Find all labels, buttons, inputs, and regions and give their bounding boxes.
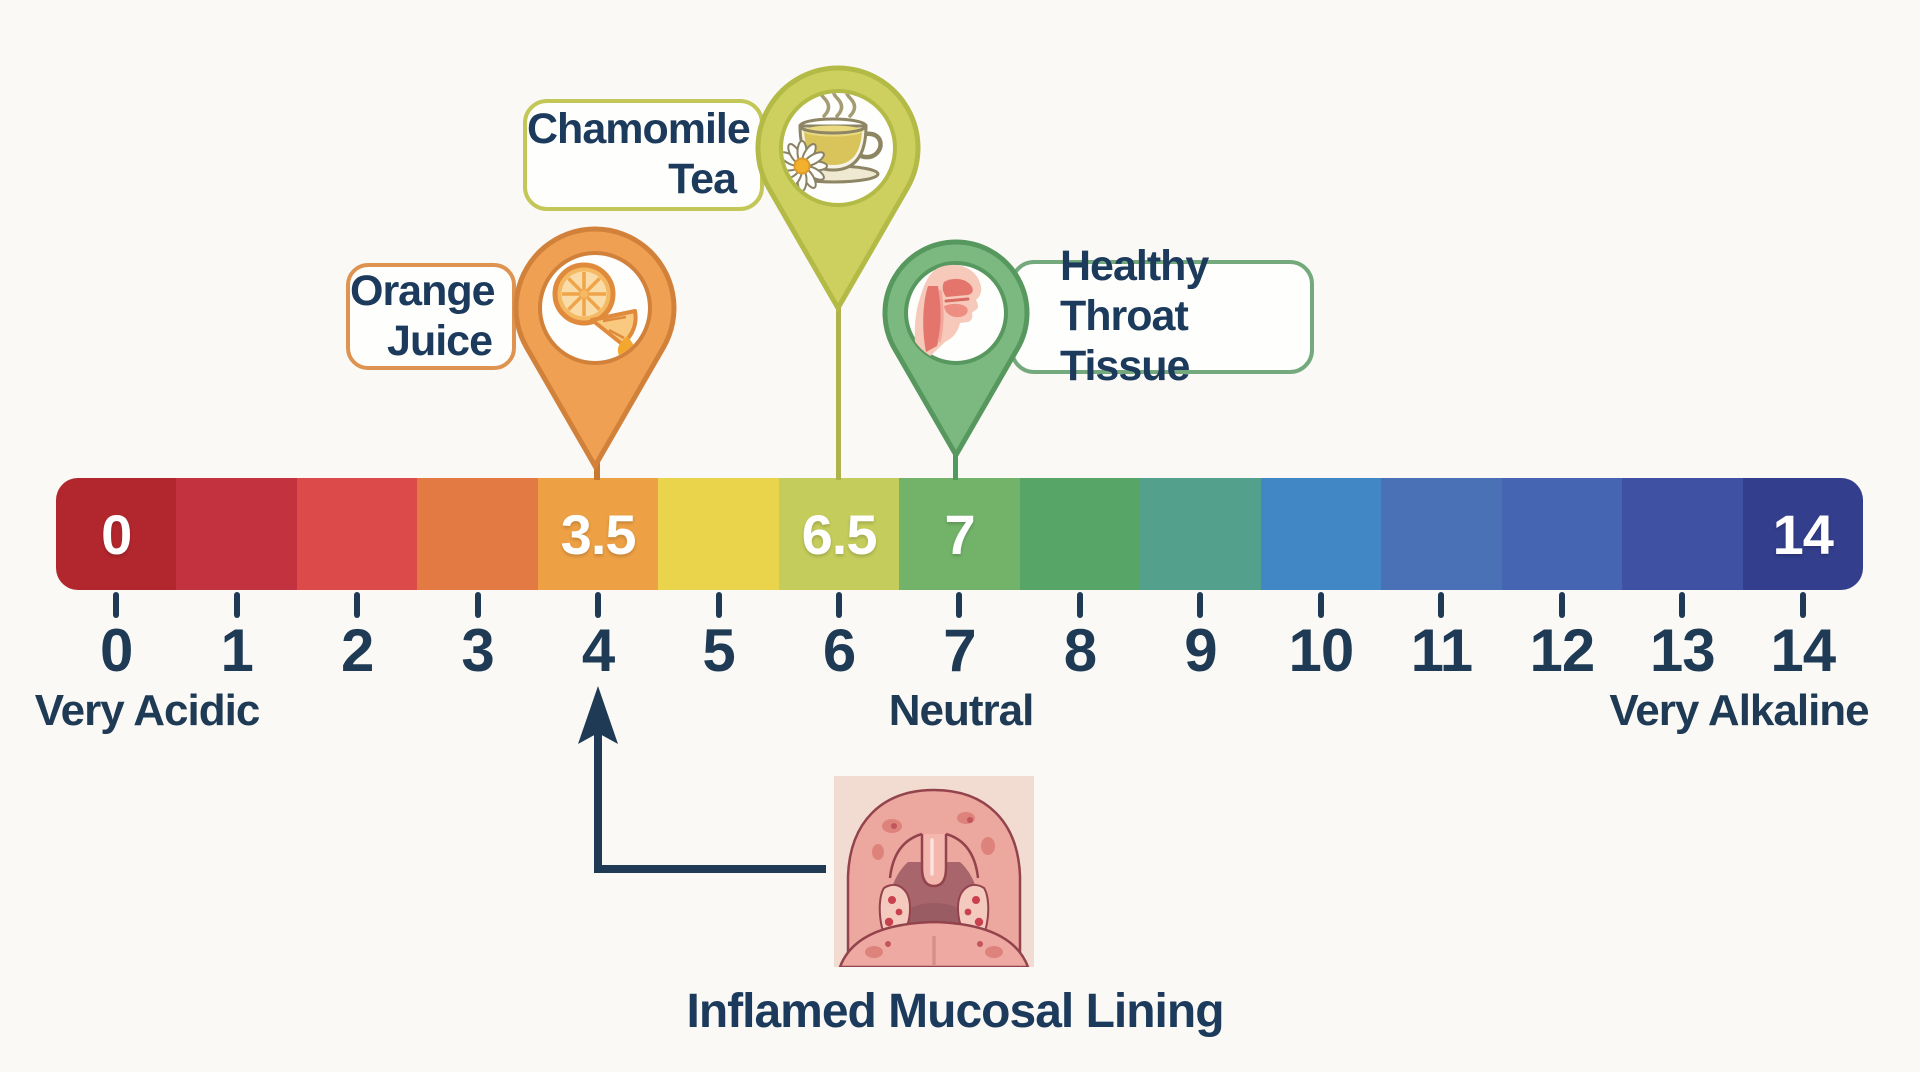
ph-segment-12 [1501, 478, 1623, 590]
ph-segment-10 [1260, 478, 1382, 590]
tick-label-1: 1 [220, 617, 253, 684]
arrow-head-icon [578, 686, 618, 744]
ph-segment-8 [1019, 478, 1141, 590]
ph-segment-4: 3.5 [537, 478, 659, 590]
tick-label-9: 9 [1184, 617, 1217, 684]
chamomile-tea-pin [755, 65, 921, 312]
healthy-throat-label-line2: Throat Tissue [1060, 292, 1190, 390]
tick-mark-14 [1799, 592, 1806, 618]
tick-mark-5 [715, 592, 722, 618]
inflamed-caption: Inflamed Mucosal Lining [686, 985, 1224, 1038]
tick-mark-12 [1558, 592, 1565, 618]
ph-segment-7: 7 [899, 478, 1020, 590]
ph-segment-11 [1381, 478, 1502, 590]
tick-mark-1 [233, 592, 240, 618]
ph-segment-6: 6.5 [778, 478, 900, 590]
tick-mark-9 [1197, 592, 1204, 618]
tick-label-5: 5 [702, 617, 735, 684]
chamomile-tea-pin-stem [836, 300, 841, 480]
tick-mark-4 [595, 592, 602, 618]
tick-label-13: 13 [1649, 617, 1716, 684]
chamomile-tea-label-box: Chamomile Tea [523, 99, 764, 211]
ph-segment-5 [658, 478, 779, 590]
healthy-throat-label-box: Healthy Throat Tissue [1010, 242, 1314, 390]
healthy-throat-pin-stem [953, 452, 958, 480]
orange-juice-pin-stem [594, 458, 600, 480]
ph-bar-value-label: 7 [944, 502, 975, 566]
healthy-throat-pin [882, 239, 1030, 460]
orange-juice-label-line1: Orange [350, 266, 496, 315]
ph-scale-bar: 0 3.5 6.5 7 14 [56, 478, 1863, 590]
tick-label-8: 8 [1063, 617, 1097, 684]
ph-segment-9 [1140, 478, 1261, 590]
ph-segment-2 [296, 478, 418, 590]
tick-label-12: 12 [1529, 617, 1595, 684]
zone-label-very-acidic: Very Acidic [34, 686, 261, 735]
tick-mark-6 [836, 592, 843, 618]
orange-slice-icon [552, 262, 638, 360]
zone-label-very-alkaline: Very Alkaline [1609, 686, 1869, 735]
chamomile-tea-label-line2: Tea [668, 155, 737, 203]
throat-profile-icon [914, 264, 982, 363]
tick-label-14: 14 [1770, 617, 1836, 684]
tick-mark-7 [956, 592, 963, 618]
tick-label-11: 11 [1410, 617, 1473, 684]
healthy-throat-label-line1: Healthy [1060, 242, 1209, 291]
ph-segment-0: 0 [56, 478, 177, 590]
tick-mark-11 [1438, 592, 1445, 618]
inflamed-throat-illustration [834, 776, 1034, 967]
orange-juice-label-box: Orange Juice [346, 263, 516, 370]
ph-bar-value-label: 6.5 [801, 502, 878, 566]
tick-label-3: 3 [461, 617, 494, 684]
ph-bar-value-label: 14 [1772, 502, 1834, 566]
tick-mark-3 [474, 592, 481, 618]
ph-segment-1 [176, 478, 297, 590]
ph-segment-3 [417, 478, 538, 590]
chamomile-tea-label-line1: Chamomile [527, 105, 751, 154]
tick-mark-2 [354, 592, 361, 618]
ph-segment-13 [1622, 478, 1743, 590]
tick-label-4: 4 [581, 617, 615, 684]
tick-label-7: 7 [943, 617, 976, 684]
tick-label-10: 10 [1288, 617, 1355, 684]
tick-label-0: 0 [100, 617, 133, 684]
tick-label-6: 6 [822, 617, 856, 684]
tick-mark-0 [113, 592, 120, 618]
ph-bar-value-label: 0 [101, 502, 132, 566]
chamomile-flower-icon [783, 140, 828, 192]
ph-bar-value-label: 3.5 [560, 502, 637, 566]
tick-mark-8 [1076, 592, 1083, 618]
zone-label-neutral: Neutral [888, 686, 1035, 735]
arrow-line [594, 712, 826, 873]
tick-mark-10 [1317, 592, 1324, 618]
orange-juice-label-line2: Juice [387, 316, 493, 365]
ph-segment-14: 14 [1742, 478, 1863, 590]
orange-juice-pin [513, 226, 677, 472]
tick-mark-13 [1679, 592, 1686, 618]
tick-label-2: 2 [340, 617, 374, 684]
tea-cup-icon [783, 93, 883, 192]
